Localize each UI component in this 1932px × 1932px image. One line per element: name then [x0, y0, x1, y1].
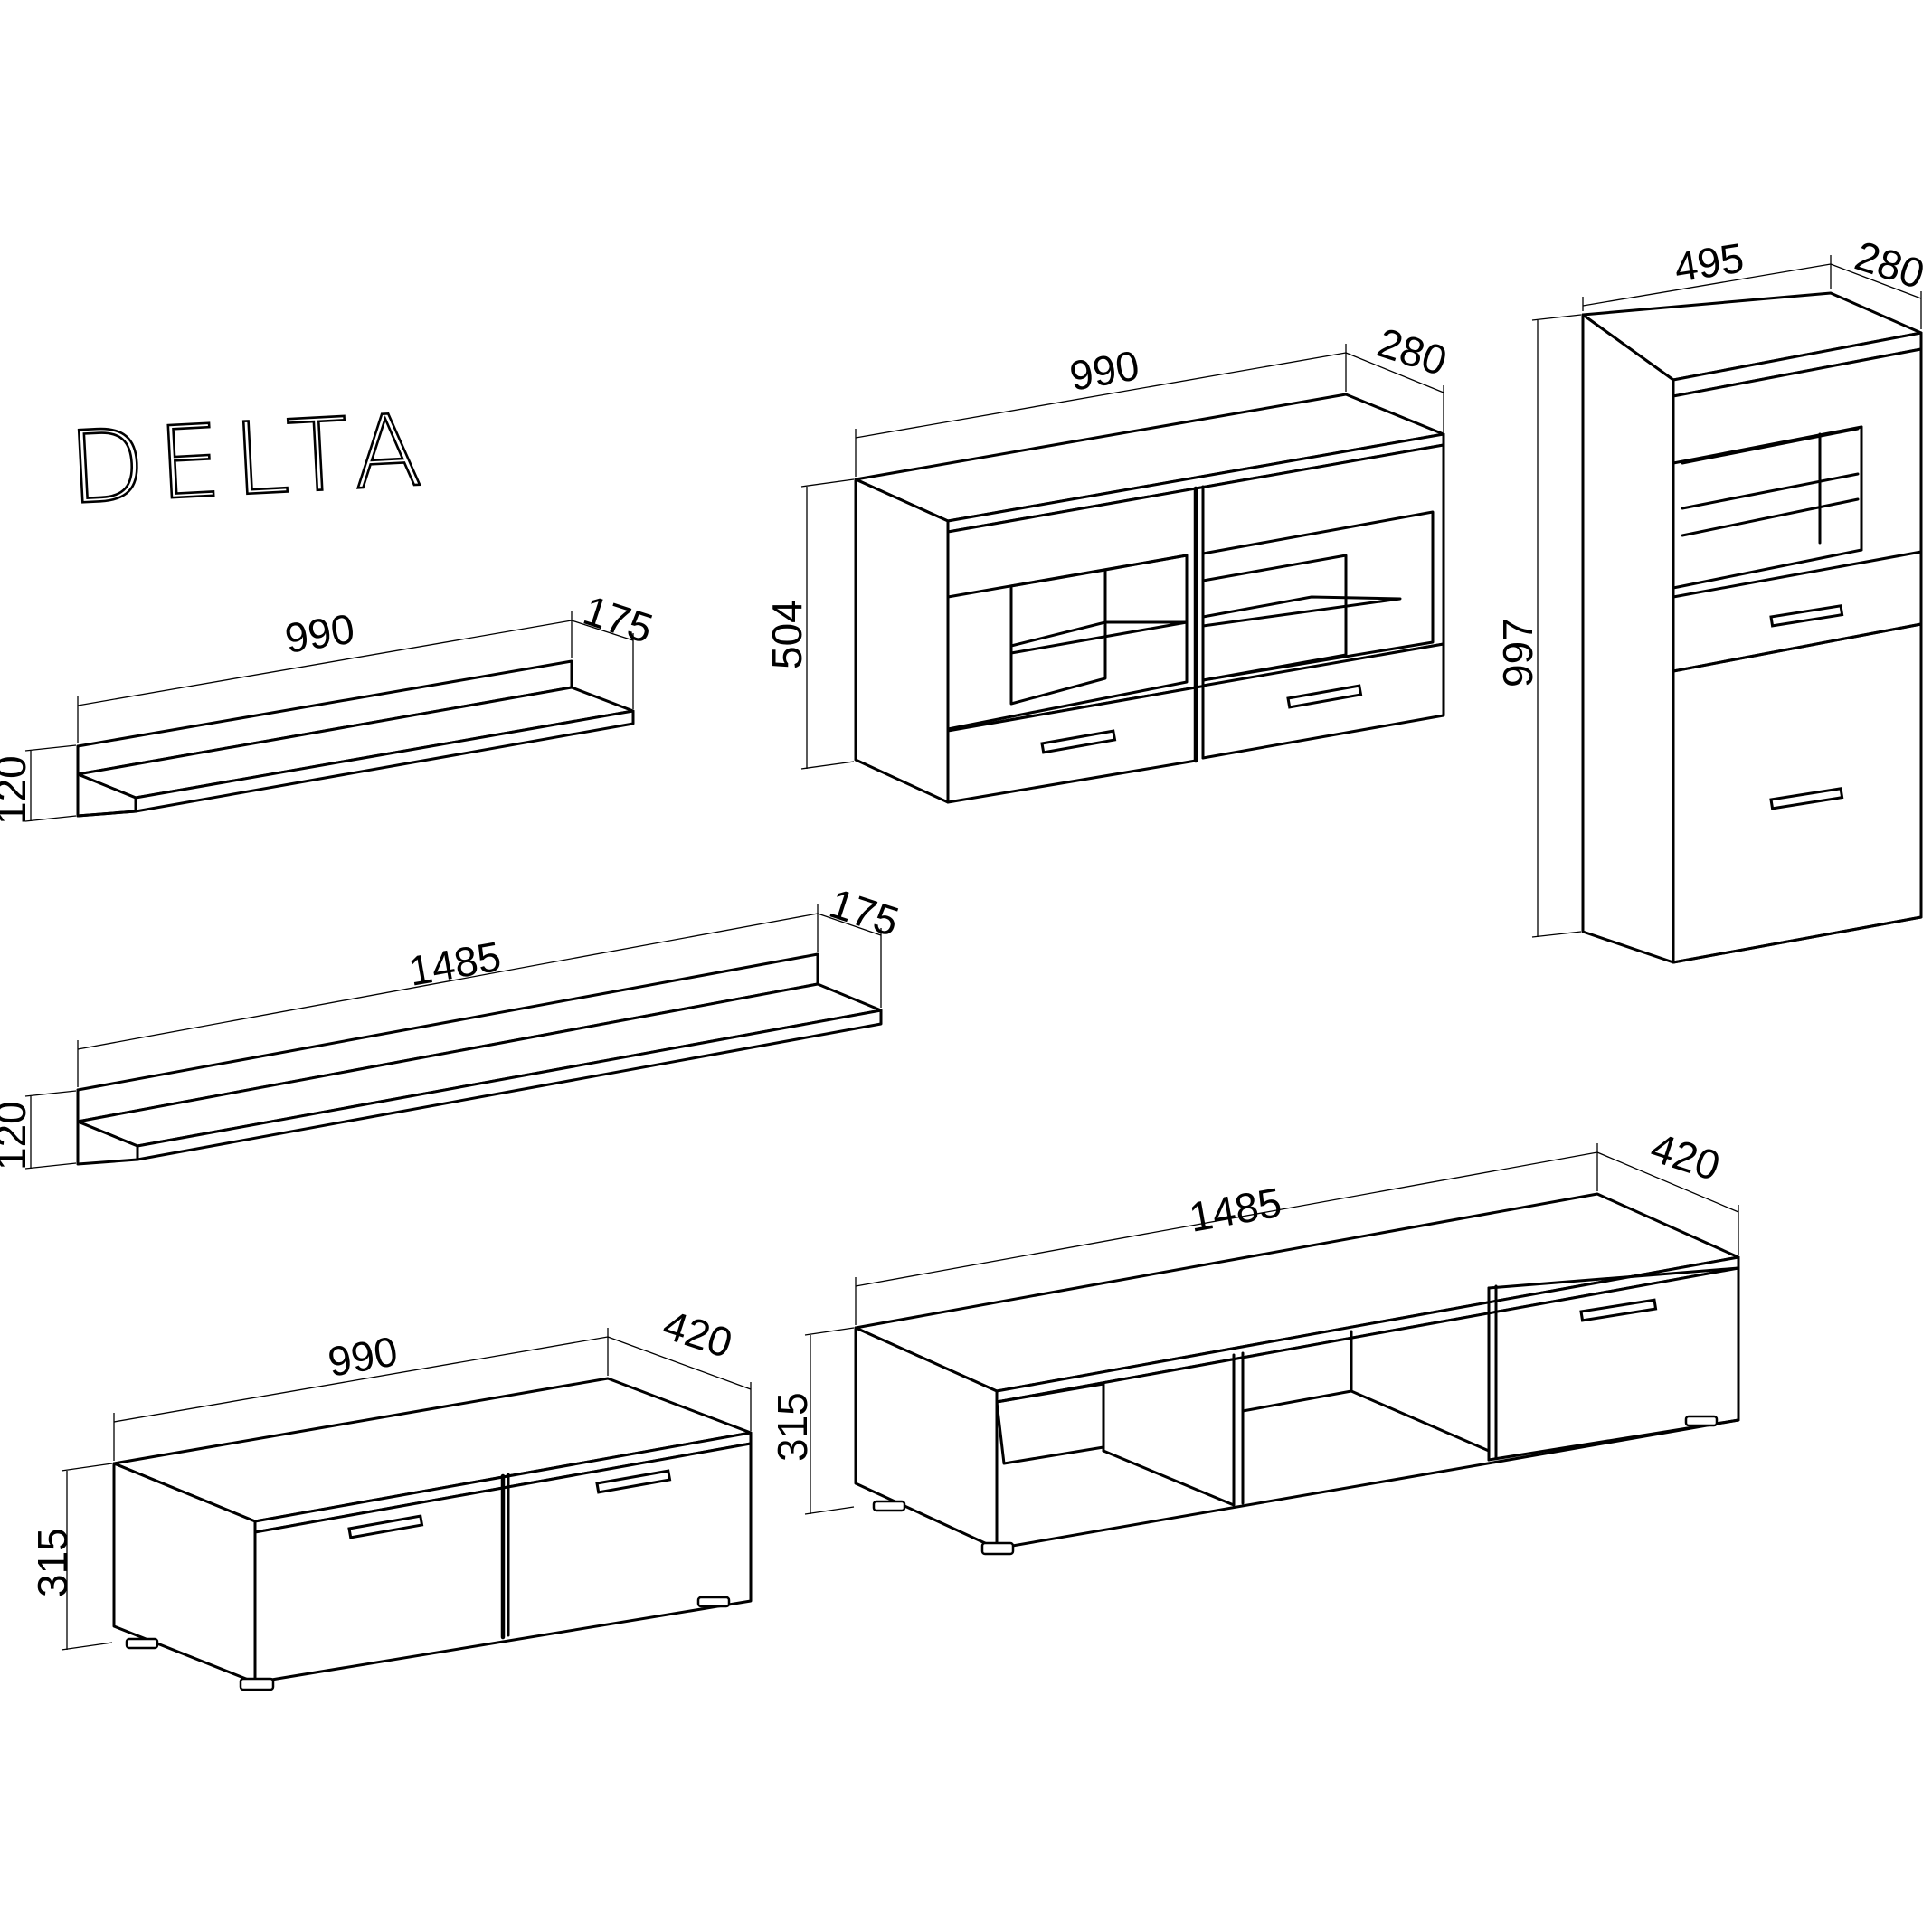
tall-cabinet: 495 280 997: [1494, 232, 1930, 964]
dimension-height: 315: [769, 1327, 855, 1515]
dimension-height: 997: [1494, 314, 1582, 938]
dimension-label: 420: [1645, 1123, 1726, 1189]
foot-icon: [1684, 1415, 1719, 1427]
dimension-label: 1485: [405, 933, 505, 995]
dimension-label: 175: [824, 879, 904, 945]
dimension-height: 315: [29, 1463, 113, 1651]
tv-unit-small: 990 420 315: [29, 1301, 753, 1691]
dimension-width: 990: [855, 341, 1347, 477]
wall-cabinet: 990 280 504: [763, 318, 1453, 804]
dimension-label: 420: [658, 1301, 738, 1367]
foot-icon: [696, 1596, 731, 1608]
dimension-label: 495: [1671, 234, 1747, 291]
dimension-label: 990: [1066, 341, 1143, 400]
dimension-height: 504: [763, 478, 855, 770]
dimension-label: 175: [578, 586, 658, 652]
dimension-label: 120: [0, 755, 34, 825]
dimension-width: 990: [77, 605, 573, 743]
tv-unit-large: 1485 420 315: [769, 1123, 1740, 1556]
dimension-label: 997: [1494, 618, 1541, 687]
dimension-depth: 175: [571, 586, 658, 709]
dimension-height: 120: [0, 1090, 77, 1170]
foot-icon: [125, 1637, 159, 1650]
dimension-label: 990: [325, 1327, 402, 1386]
dimension-width: 495: [1582, 234, 1832, 311]
dimension-height: 120: [0, 744, 77, 825]
dimension-label: 120: [0, 1101, 34, 1170]
dimension-label: 280: [1372, 318, 1453, 384]
foot-icon: [872, 1500, 906, 1512]
dimension-label: 990: [281, 605, 357, 662]
shelf-large: 1485 175 120: [0, 879, 904, 1170]
dimension-label: 315: [769, 1392, 816, 1462]
foot-icon: [239, 1677, 275, 1691]
foot-icon: [980, 1541, 1015, 1556]
product-title: DELTA: [66, 392, 437, 526]
dimension-label: 315: [29, 1528, 76, 1597]
dimension-label: 280: [1850, 232, 1930, 298]
dimension-label: 1485: [1186, 1179, 1285, 1241]
shelf-small: 990 175 120: [0, 586, 658, 825]
dimension-label: 504: [763, 600, 810, 669]
